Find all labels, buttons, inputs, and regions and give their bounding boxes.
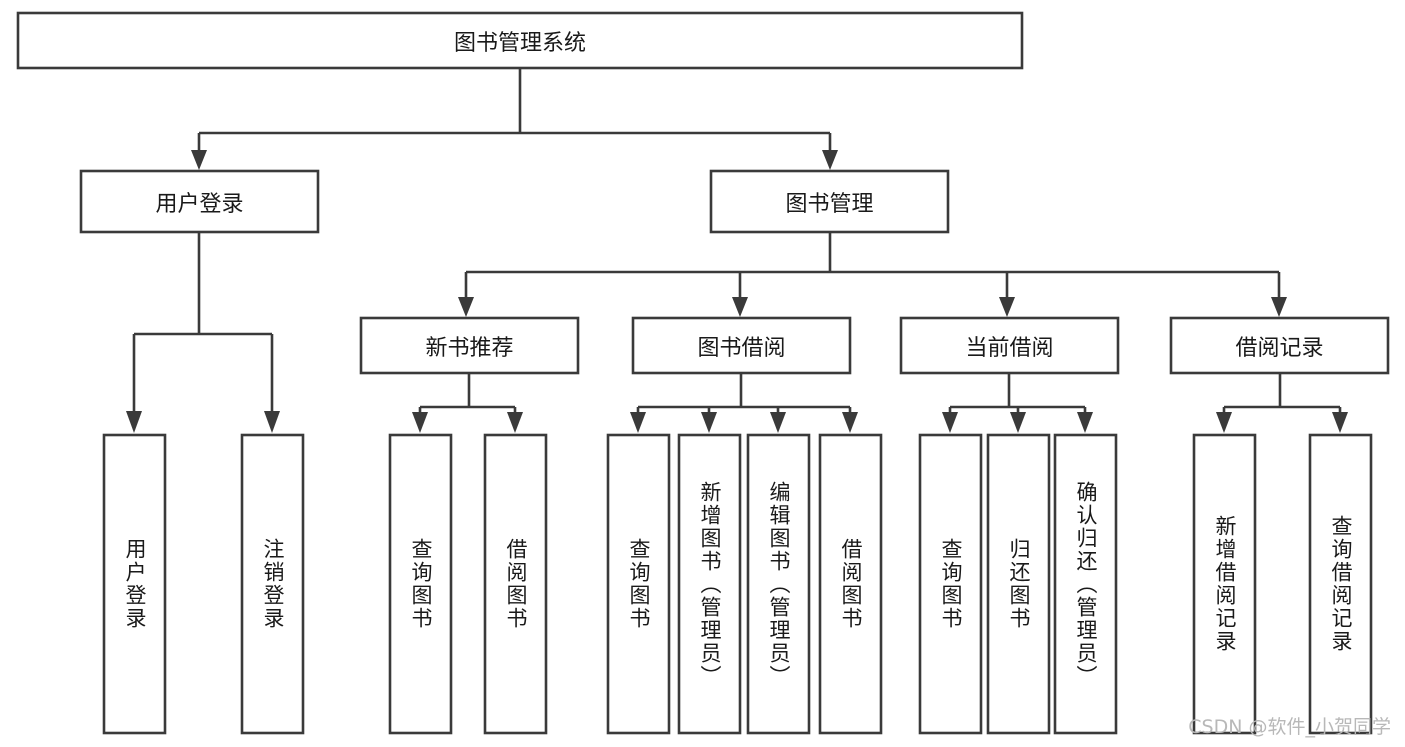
arrowhead-bb-to-edit-book (770, 412, 786, 433)
node-book-borrow-box[interactable] (631, 316, 852, 375)
arrowhead-cb-to-return-book (1010, 412, 1026, 433)
node-leaf-return-book-box[interactable] (986, 433, 1051, 735)
node-user-login-box[interactable] (79, 169, 320, 234)
node-leaf-query-record-box[interactable] (1308, 433, 1373, 735)
node-new-book-recommend-box[interactable] (359, 316, 580, 375)
node-leaf-borrow-book-2-box[interactable] (818, 433, 883, 735)
arrowhead-ul-to-leaf-logout (264, 411, 280, 433)
node-leaf-logout-login-box[interactable] (240, 433, 305, 735)
node-borrow-record-box[interactable] (1169, 316, 1390, 375)
arrowhead-br-to-add-record (1216, 412, 1232, 433)
node-root-box[interactable] (16, 11, 1024, 70)
node-current-borrow-box[interactable] (899, 316, 1120, 375)
arrowhead-bb-to-borrow-book (842, 412, 858, 433)
node-leaf-confirm-return-box[interactable] (1053, 433, 1118, 735)
node-leaf-add-record-box[interactable] (1192, 433, 1257, 735)
arrowhead-ul-to-leaf-user-login (126, 411, 142, 433)
arrowhead-bb-to-add-book (701, 412, 717, 433)
arrowhead-bm-to-current-borrow (999, 297, 1015, 317)
node-leaf-user-login-box[interactable] (102, 433, 167, 735)
node-leaf-add-book-box[interactable] (677, 433, 742, 735)
arrowhead-bm-to-book-borrow (732, 297, 748, 317)
node-leaf-query-book-1-box[interactable] (388, 433, 453, 735)
arrowhead-cb-to-confirm-return (1077, 412, 1093, 433)
node-book-manage-box[interactable] (709, 169, 950, 234)
arrowhead-nb-to-query-book (412, 412, 428, 433)
arrowhead-nb-to-borrow-book (507, 412, 523, 433)
arrowhead-cb-to-query-book (942, 412, 958, 433)
node-leaf-query-book-2-box[interactable] (606, 433, 671, 735)
arrowhead-root-to-book-manage (822, 150, 838, 170)
node-leaf-query-book-3-box[interactable] (918, 433, 983, 735)
arrowhead-bm-to-borrow-record (1271, 297, 1287, 317)
node-leaf-edit-book-box[interactable] (746, 433, 811, 735)
arrowhead-bb-to-query-book (630, 412, 646, 433)
node-leaf-borrow-book-1-box[interactable] (483, 433, 548, 735)
arrowhead-root-to-user-login (191, 150, 207, 170)
arrowhead-bm-to-new-book (458, 297, 474, 317)
arrowhead-br-to-query-record (1332, 412, 1348, 433)
